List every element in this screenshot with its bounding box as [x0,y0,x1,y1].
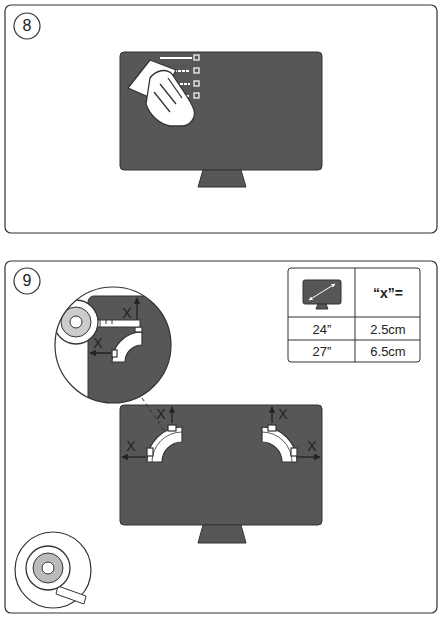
dimension-arrows [122,407,320,457]
table-cell: 6.5cm [370,345,405,358]
step-panel [5,5,437,233]
table-cell: 27” [313,345,332,358]
leader-line [142,398,165,432]
step-panel [5,261,437,613]
dimension-label: X [93,336,102,350]
dimension-label: X [156,407,165,421]
hand-with-cloth [128,60,194,126]
detail-inset [54,287,208,416]
step-number: 9 [23,273,32,289]
step-number: 8 [23,18,32,34]
dimension-label: X [126,439,135,453]
step-circle [14,13,40,39]
dimension-label: X [122,306,131,320]
corner-bracket [147,425,297,462]
monitor-stand [198,525,246,543]
monitor-screen [120,52,322,170]
size-table [288,268,420,362]
table-header: “x”= [373,286,403,300]
table-cell: 2.5cm [370,323,405,336]
tape-measure-icon [15,532,91,608]
dimension-label: X [278,407,287,421]
monitor-stand [198,170,246,187]
table-cell: 24” [313,323,332,336]
dimension-label: X [307,439,316,453]
step-circle [14,268,40,294]
monitor-screen [120,405,322,525]
